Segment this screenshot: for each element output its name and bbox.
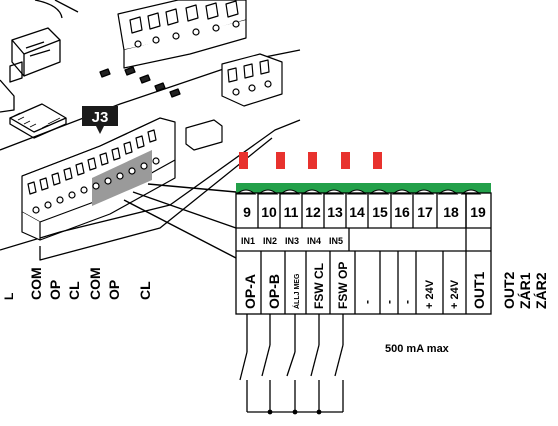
function-label: - (382, 300, 396, 304)
terminal-number: 15 (372, 204, 388, 220)
function-label: FSW OP (336, 262, 350, 309)
led-indicator (341, 152, 350, 169)
function-label: - (400, 300, 414, 304)
function-labels: OP-A OP-B ÁLLJ MEG FSW CL FSW OP - - - +… (242, 262, 487, 309)
function-label: OP-B (266, 274, 282, 309)
output-label: ZÁR1 (517, 272, 533, 309)
led-row (239, 152, 382, 169)
input-labels: IN1 IN2 IN3 IN4 IN5 (241, 236, 343, 246)
function-label: - (360, 300, 374, 304)
function-label: OP-A (242, 274, 258, 309)
junction-dots (267, 409, 322, 415)
output-labels: OUT2 ZÁR1 ZÁR2 (501, 271, 549, 309)
terminal-number: 14 (349, 204, 365, 220)
function-label: FSW CL (312, 263, 326, 309)
left-label: OP (47, 280, 63, 300)
input-label: IN2 (263, 236, 277, 246)
input-label: IN1 (241, 236, 255, 246)
input-label: IN5 (329, 236, 343, 246)
terminal-number: 16 (394, 204, 410, 220)
left-label: OP (106, 280, 122, 300)
led-indicator (308, 152, 317, 169)
terminal-number: 12 (305, 204, 321, 220)
input-label: IN4 (307, 236, 321, 246)
led-indicator (239, 152, 248, 169)
left-label: CL (66, 281, 82, 300)
j3-callout: J3 (82, 106, 118, 134)
left-label: CL (137, 281, 153, 300)
output-label: OUT2 (501, 271, 517, 309)
output-label: ZÁR2 (533, 272, 549, 309)
terminal-block-top (117, 0, 283, 151)
terminal-number: 19 (470, 204, 486, 220)
terminal-numbers: 9 10 11 12 13 14 15 16 17 18 19 (243, 204, 486, 220)
left-terminal-labels: L COM OP CL COM OP CL (2, 267, 153, 300)
led-indicator (276, 152, 285, 169)
terminal-number: 13 (327, 204, 343, 220)
max-current-note: 500 mA max (385, 343, 450, 355)
function-label: + 24V (449, 279, 461, 309)
function-label: OUT1 (471, 271, 487, 309)
led-indicator (373, 152, 382, 169)
left-label: COM (28, 267, 44, 300)
zoom-lines (123, 183, 237, 259)
terminal-number: 10 (261, 204, 277, 220)
left-label: COM (87, 267, 103, 300)
terminal-table: 9 10 11 12 13 14 15 16 17 18 19 IN1 IN2 … (235, 183, 492, 315)
switch-wiring (239, 314, 344, 413)
function-label: + 24V (424, 279, 436, 309)
connector-label: J3 (92, 109, 109, 126)
terminal-strip (21, 117, 176, 241)
left-label: L (2, 293, 16, 300)
function-label: ÁLLJ MEG (292, 273, 301, 309)
terminal-number: 17 (417, 204, 433, 220)
terminal-number: 18 (443, 204, 459, 220)
input-label: IN3 (285, 236, 299, 246)
terminal-number: 9 (243, 204, 251, 220)
terminal-number: 11 (284, 204, 299, 220)
